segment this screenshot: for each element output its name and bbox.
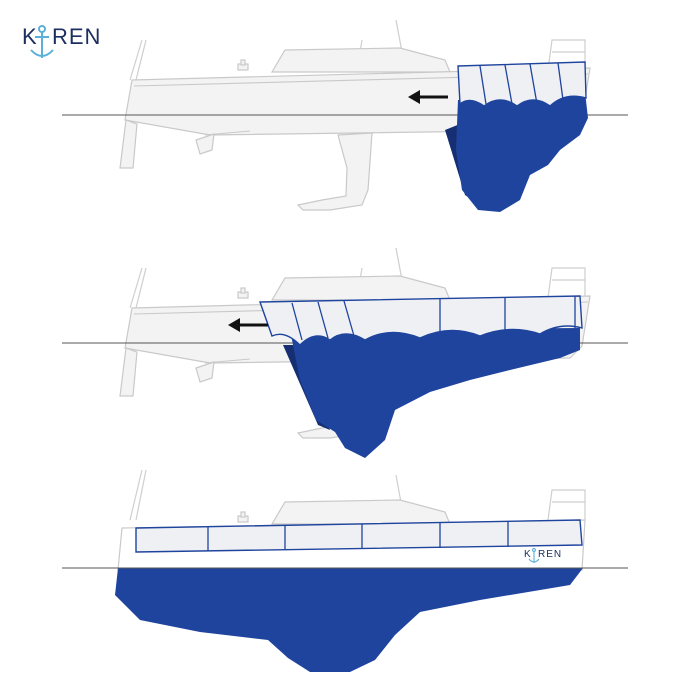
hull-logo-badge: K REN [524, 548, 562, 563]
cover-half-part [259, 295, 583, 458]
badge-text-right: REN [538, 549, 562, 560]
badge-text-left: K [524, 549, 532, 560]
logo-text-left: K [22, 24, 38, 49]
step-3-boat: K REN [62, 469, 628, 672]
cover-stern-part [445, 61, 588, 212]
anchor-icon [30, 25, 54, 58]
step-2-boat [62, 247, 628, 458]
step-1-boat [62, 19, 628, 212]
left-arrow-icon [228, 318, 268, 332]
anchor-icon [528, 548, 540, 563]
logo-text-right: REN [52, 24, 101, 49]
karen-logo: K REN [22, 24, 101, 58]
left-arrow-icon [408, 90, 448, 104]
